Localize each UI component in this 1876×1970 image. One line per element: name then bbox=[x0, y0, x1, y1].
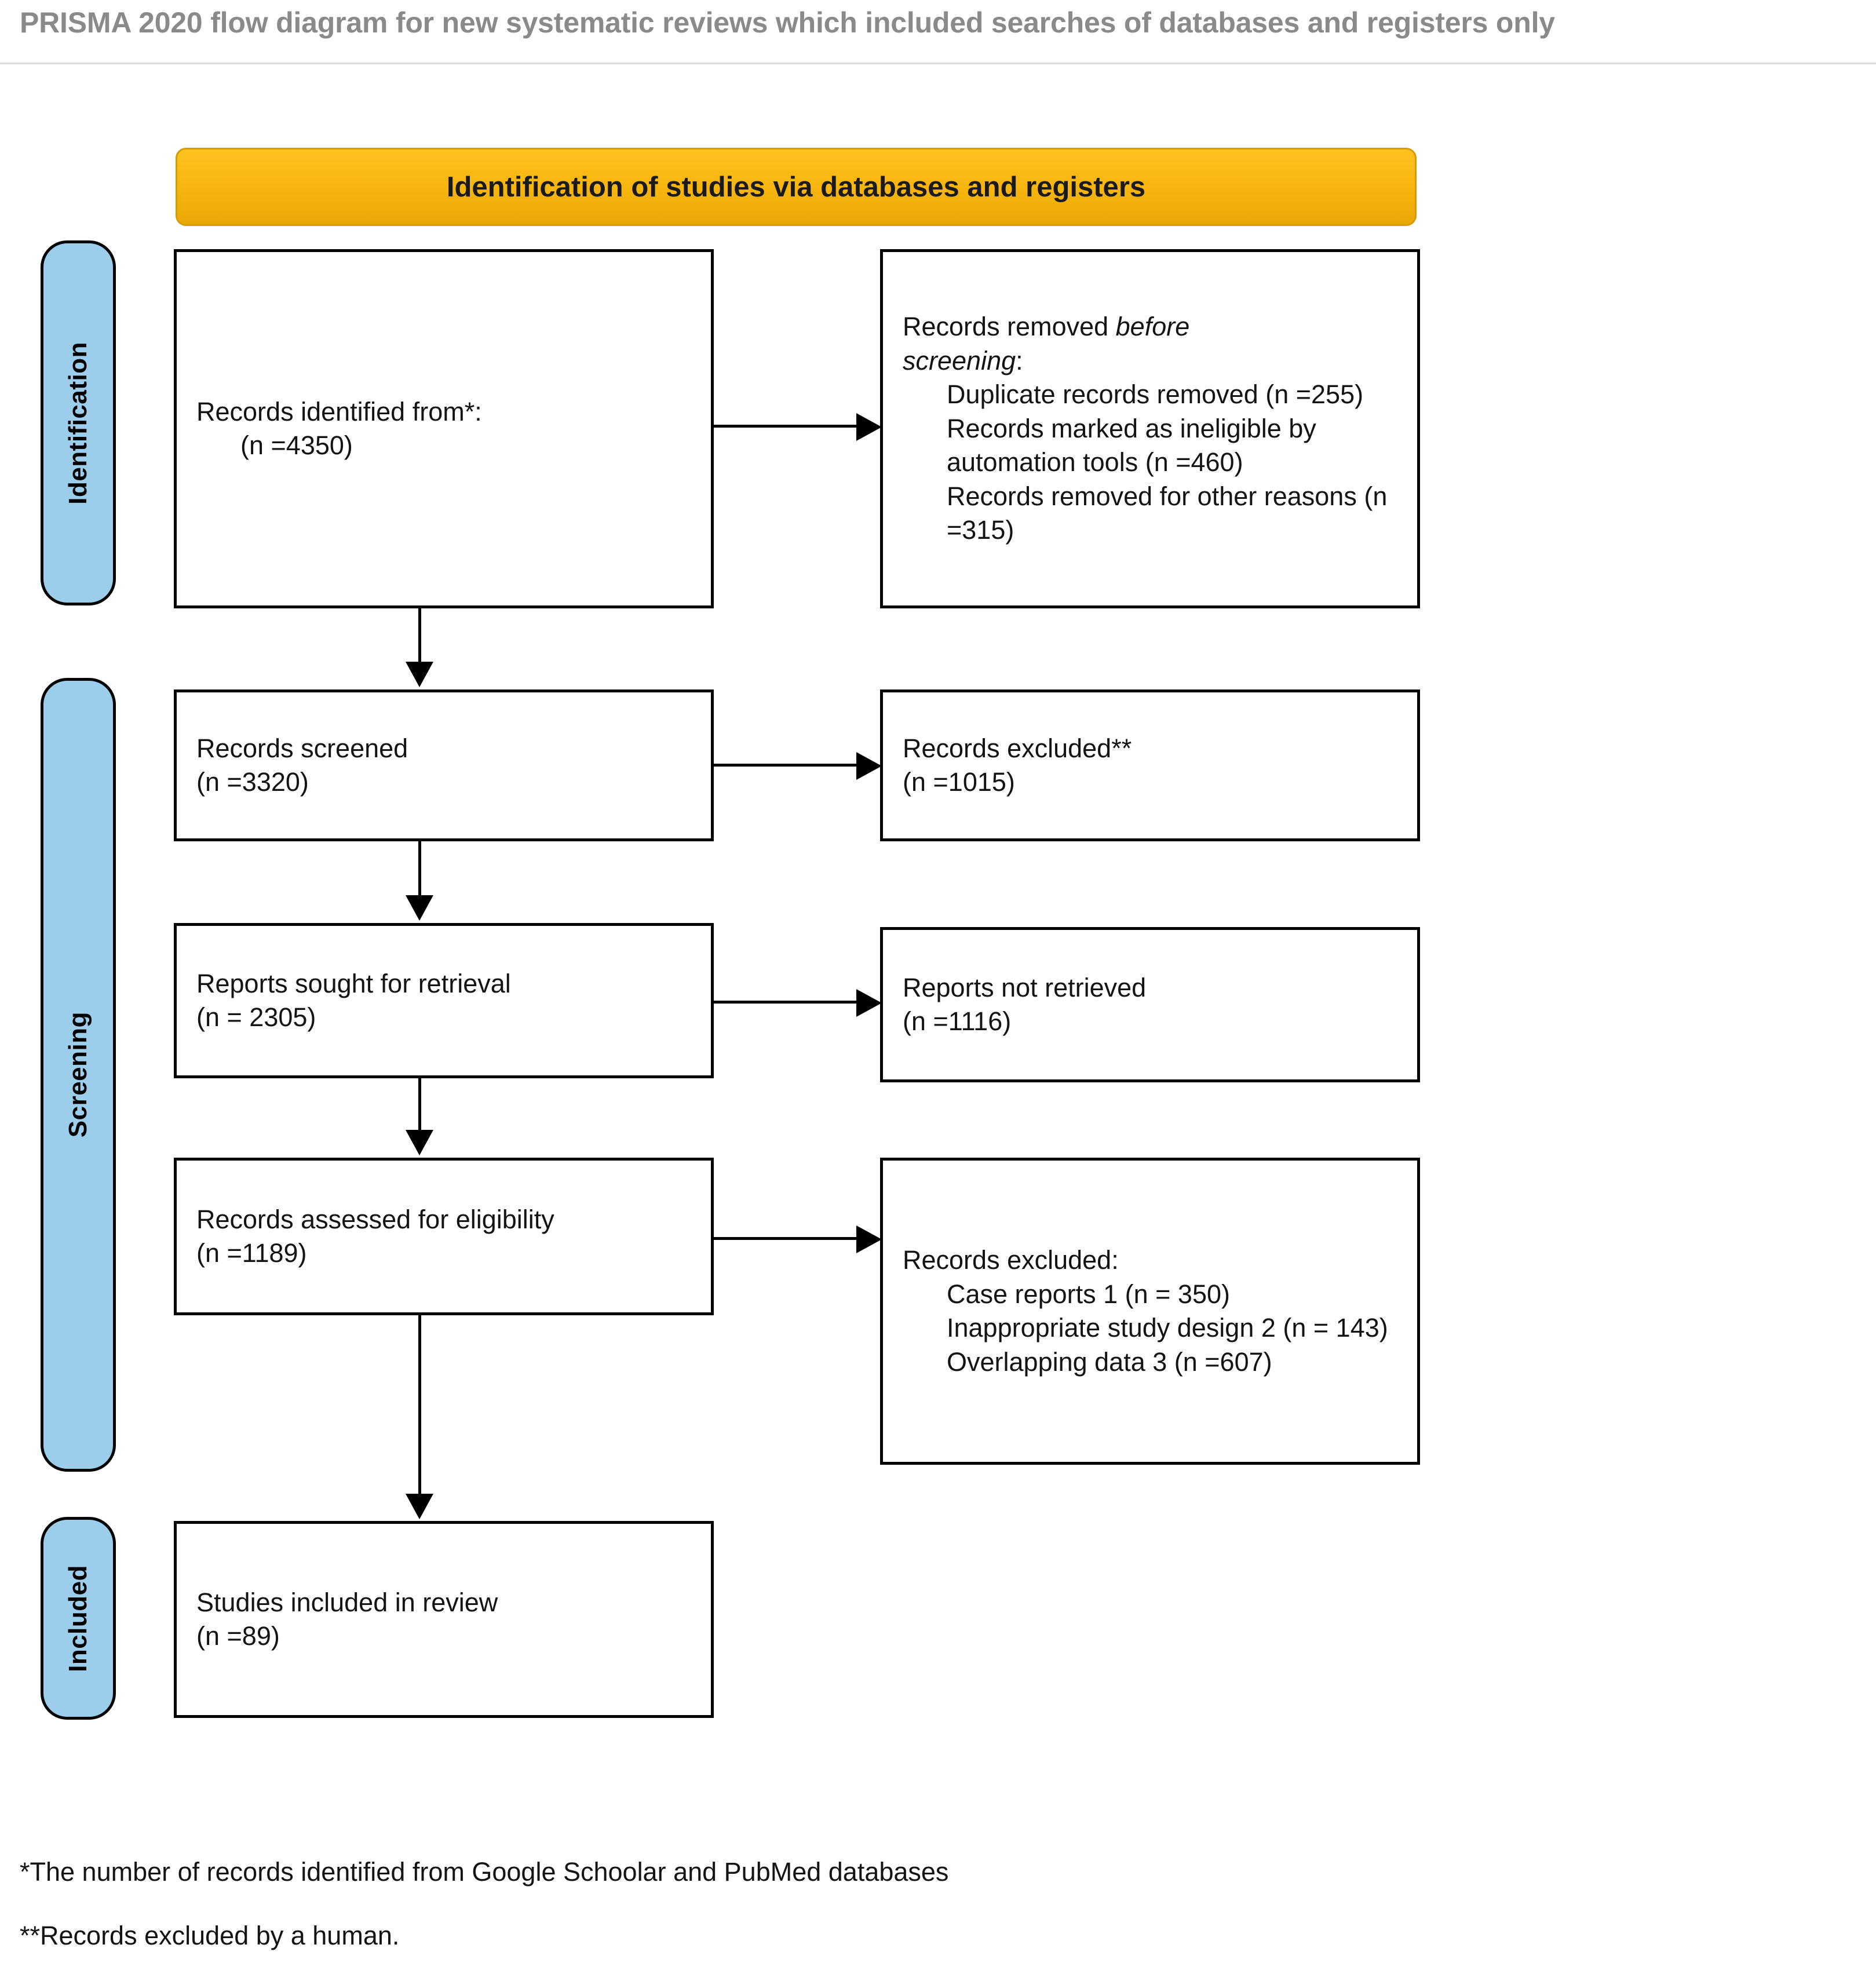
arrowhead-right-icon bbox=[856, 1225, 882, 1253]
box-records-screened-line2: (n =3320) bbox=[196, 767, 309, 797]
arrowhead-right-icon bbox=[856, 989, 882, 1017]
box-records-screened: Records screened (n =3320) bbox=[174, 690, 714, 841]
box-records-assessed-line2: (n =1189) bbox=[196, 1238, 307, 1268]
box-records-excluded-screening-line1: Records excluded** bbox=[903, 733, 1132, 763]
footnote-single-asterisk: *The number of records identified from G… bbox=[20, 1857, 949, 1887]
box-records-removed-heading: Records removed before bbox=[903, 310, 1397, 344]
box-reports-sought-line2: (n = 2305) bbox=[196, 1002, 316, 1032]
identification-banner-label: Identification of studies via databases … bbox=[446, 171, 1146, 203]
connector-sought-to-not-retrieved bbox=[714, 1001, 859, 1004]
box-records-identified-line2: (n =4350) bbox=[240, 431, 353, 460]
box-records-removed-item-2: Records marked as ineligible by automati… bbox=[947, 413, 1324, 477]
box-records-removed-heading-colon: : bbox=[1016, 345, 1023, 375]
box-records-removed-heading-emphasis-2: screening bbox=[903, 345, 1016, 375]
arrowhead-right-icon bbox=[856, 752, 882, 780]
stage-label-included: Included bbox=[64, 1564, 92, 1672]
box-records-identified: Records identified from*: (n =4350) bbox=[174, 249, 714, 608]
connector-screened-to-excluded bbox=[714, 764, 859, 767]
box-records-excluded-eligibility-item-3: Overlapping data 3 (n =607) bbox=[947, 1347, 1272, 1377]
box-records-excluded-screening-line2: (n =1015) bbox=[903, 767, 1015, 797]
box-records-removed-heading-plain: Records removed bbox=[903, 312, 1116, 342]
box-records-assessed: Records assessed for eligibility (n =118… bbox=[174, 1158, 714, 1315]
stage-pill-screening: Screening bbox=[41, 678, 116, 1472]
box-records-removed-before-screening: Records removed before screening: Duplic… bbox=[880, 249, 1420, 608]
box-studies-included: Studies included in review (n =89) bbox=[174, 1521, 714, 1718]
box-records-excluded-eligibility-item-2: Inappropriate study design 2 (n = 143) bbox=[947, 1313, 1388, 1342]
connector-identified-to-removed bbox=[714, 425, 859, 428]
box-reports-sought: Reports sought for retrieval (n = 2305) bbox=[174, 923, 714, 1078]
box-records-excluded-screening: Records excluded** (n =1015) bbox=[880, 690, 1420, 841]
stage-label-screening: Screening bbox=[64, 1012, 92, 1138]
box-records-excluded-eligibility-item-1: Case reports 1 (n = 350) bbox=[947, 1279, 1231, 1309]
box-records-removed-item-3: Records removed for other reasons (n =31… bbox=[947, 481, 1395, 545]
box-studies-included-line1: Studies included in review bbox=[196, 1587, 498, 1617]
footnote-double-asterisk: **Records excluded by a human. bbox=[20, 1921, 400, 1950]
box-reports-not-retrieved-line1: Reports not retrieved bbox=[903, 972, 1147, 1002]
arrowhead-down-icon bbox=[406, 1130, 433, 1155]
arrowhead-down-icon bbox=[406, 662, 433, 687]
box-records-removed-item-1: Duplicate records removed (n =255) bbox=[947, 380, 1364, 410]
title-divider bbox=[0, 63, 1876, 64]
connector-assessed-to-excluded bbox=[714, 1237, 859, 1240]
box-reports-not-retrieved: Reports not retrieved (n =1116) bbox=[880, 927, 1420, 1082]
connector-screened-to-sought bbox=[418, 841, 421, 896]
box-reports-sought-line1: Reports sought for retrieval bbox=[196, 968, 511, 998]
box-records-excluded-eligibility-heading: Records excluded: bbox=[903, 1245, 1119, 1275]
box-records-removed-heading-emphasis: before bbox=[1115, 312, 1190, 342]
connector-assessed-to-included bbox=[418, 1315, 421, 1495]
stage-pill-identification: Identification bbox=[41, 240, 116, 605]
page-title: PRISMA 2020 flow diagram for new systema… bbox=[20, 6, 1555, 39]
arrowhead-down-icon bbox=[406, 1494, 433, 1519]
identification-banner: Identification of studies via databases … bbox=[176, 148, 1417, 226]
box-records-identified-line1: Records identified from*: bbox=[196, 396, 482, 426]
box-reports-not-retrieved-line2: (n =1116) bbox=[903, 1006, 1012, 1036]
stage-label-identification: Identification bbox=[64, 341, 92, 505]
box-records-screened-line1: Records screened bbox=[196, 733, 408, 763]
box-studies-included-line2: (n =89) bbox=[196, 1621, 280, 1651]
box-records-excluded-eligibility: Records excluded: Case reports 1 (n = 35… bbox=[880, 1158, 1420, 1465]
arrowhead-right-icon bbox=[856, 413, 882, 441]
connector-sought-to-assessed bbox=[418, 1078, 421, 1130]
box-records-assessed-line1: Records assessed for eligibility bbox=[196, 1204, 554, 1234]
connector-identified-to-screened bbox=[418, 608, 421, 663]
box-records-removed-heading-line2: screening: bbox=[903, 344, 1397, 378]
arrowhead-down-icon bbox=[406, 895, 433, 921]
stage-pill-included: Included bbox=[41, 1517, 116, 1720]
